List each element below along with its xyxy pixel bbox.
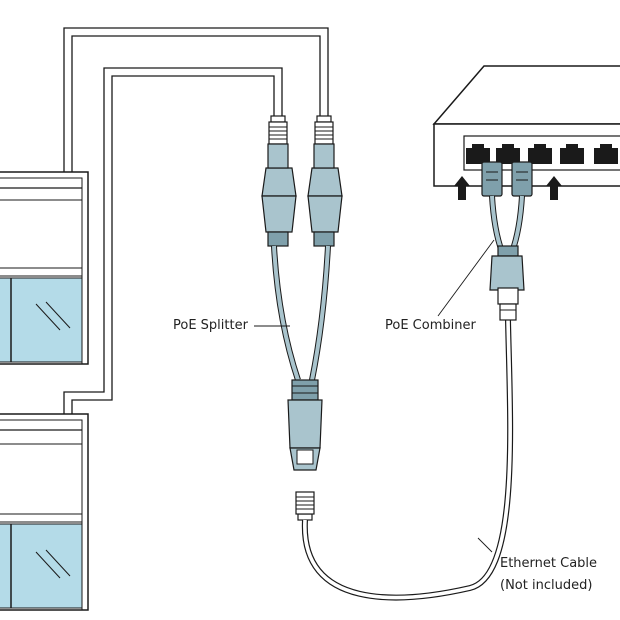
label-ethernet-cable: Ethernet Cable bbox=[500, 556, 598, 571]
ethernet-port-icon bbox=[496, 144, 520, 164]
ethernet-port-icon bbox=[528, 144, 552, 164]
device-panel-bottom bbox=[0, 413, 89, 611]
ethernet-port-icon bbox=[466, 144, 490, 164]
label-poe-combiner: PoE Combiner bbox=[385, 318, 476, 333]
switch-ports bbox=[466, 144, 618, 164]
ethernet-port-icon bbox=[560, 144, 584, 164]
cable-to-top-device bbox=[63, 27, 329, 172]
ethernet-port-icon bbox=[594, 144, 618, 164]
up-arrow-icon bbox=[546, 176, 562, 200]
leader-lines bbox=[254, 239, 495, 553]
up-arrow-icon bbox=[454, 176, 470, 200]
poe-splitter bbox=[261, 115, 343, 521]
ethernet-cable bbox=[301, 319, 514, 601]
port-arrows bbox=[454, 176, 562, 200]
cable-to-bottom-device bbox=[63, 67, 283, 414]
poe-combiner bbox=[481, 161, 533, 321]
device-panel-top bbox=[0, 171, 89, 365]
label-not-included: (Not included) bbox=[500, 578, 593, 593]
label-poe-splitter: PoE Splitter bbox=[173, 318, 248, 333]
